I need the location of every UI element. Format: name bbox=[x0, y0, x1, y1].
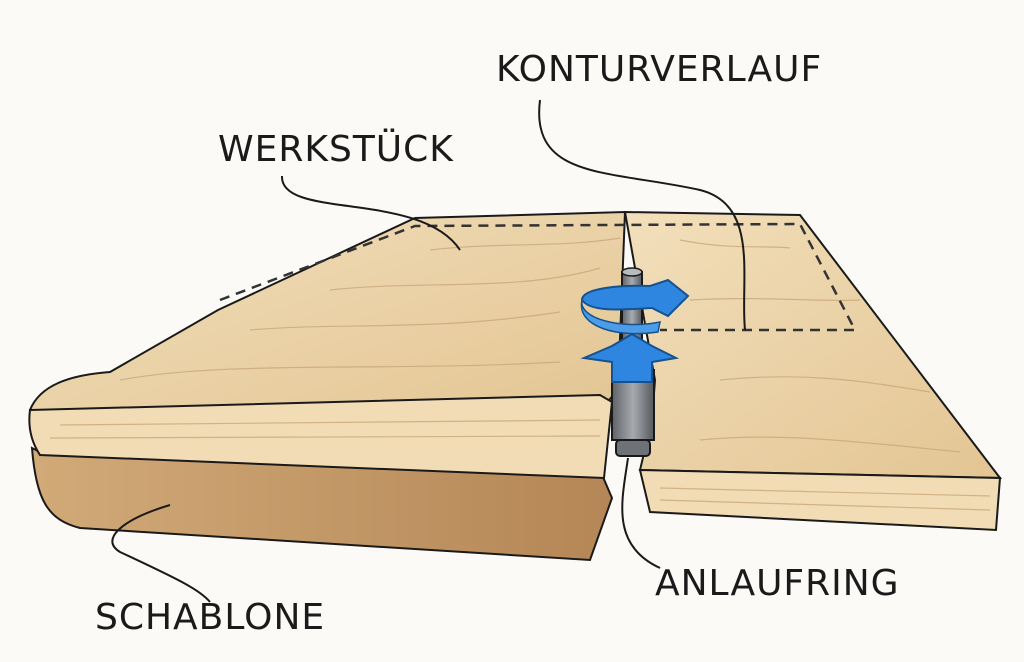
workpiece-edge-right bbox=[638, 468, 1002, 532]
contour-label: KONTURVERLAUF bbox=[496, 49, 823, 90]
template-label: SCHABLONE bbox=[95, 597, 326, 638]
leader-lines bbox=[111, 99, 746, 603]
bearing-ring-label: ANLAUFRING bbox=[655, 563, 900, 604]
bearing-ring bbox=[615, 439, 651, 457]
wood-grain bbox=[49, 237, 991, 511]
template-board bbox=[30, 446, 614, 562]
workpiece-label: WERKSTÜCK bbox=[218, 129, 454, 170]
contour-path bbox=[219, 222, 858, 332]
workpiece-top-left bbox=[28, 210, 627, 417]
rotation-arrow-icon bbox=[580, 278, 690, 335]
feed-direction-arrow-icon bbox=[580, 332, 680, 383]
